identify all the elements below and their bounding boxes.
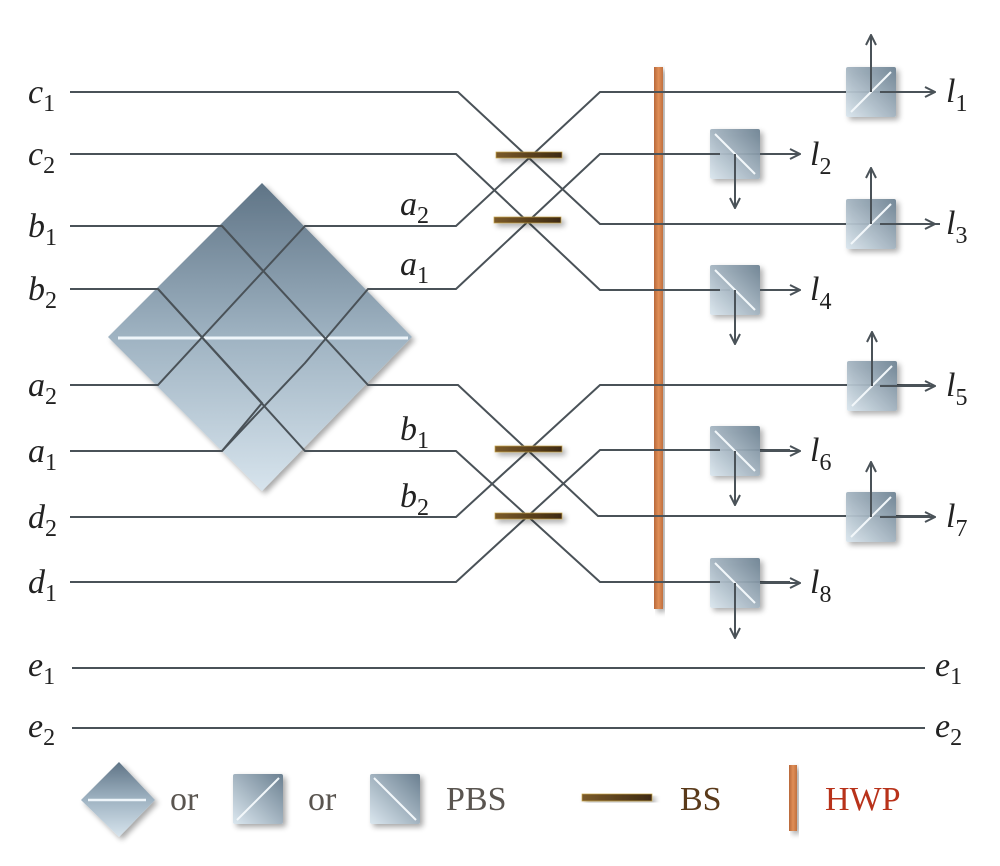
label-l5: l5: [946, 367, 967, 411]
label-l4: l4: [810, 271, 831, 315]
legend-or-2: or: [308, 781, 337, 818]
legend-or-1: or: [170, 781, 199, 818]
legend-hwp-icon: [789, 765, 797, 831]
bs-4: [494, 512, 563, 520]
label-c1: c1: [28, 74, 55, 117]
label-e1-right: e1: [935, 647, 962, 690]
bs-3: [494, 445, 563, 453]
output-arrows: [735, 35, 935, 638]
label-a2: a2: [28, 367, 57, 410]
label-l2: l2: [810, 136, 831, 180]
label-l8: l8: [810, 564, 831, 608]
beam-a2-in: [70, 91, 930, 386]
beam-internal-2: [221, 225, 263, 271]
label-d2: d2: [28, 499, 57, 542]
legend-pbs-cube-up-icon: [233, 774, 283, 824]
label-e2-left: e2: [28, 708, 55, 751]
legend-bs-label: BS: [680, 781, 722, 818]
half-wave-plate: [654, 67, 663, 609]
bs-1: [495, 151, 563, 159]
label-mid-b2: b2: [400, 478, 429, 521]
legend-pbs-cube-down-icon: [370, 774, 420, 824]
label-e2-right: e2: [935, 708, 962, 751]
beam-over-hwp: [600, 91, 720, 583]
passthrough-labels: e1 e2 e1 e2: [28, 647, 962, 751]
intermediate-labels: a2 a1 b1 b2: [400, 186, 429, 521]
label-c2: c2: [28, 136, 55, 179]
label-a1: a1: [28, 433, 57, 476]
label-l1: l1: [946, 73, 967, 117]
pbs-network-diamond: [108, 183, 412, 491]
label-b1: b1: [28, 208, 57, 251]
legend-pbs-label: PBS: [446, 781, 507, 818]
bs-2: [493, 216, 562, 224]
label-mid-a2: a2: [400, 186, 429, 229]
output-labels: l1 l2 l3 l4 l5 l6 l7 l8: [810, 73, 967, 608]
label-e1-left: e1: [28, 647, 55, 690]
input-labels: c1 c2 b1 b2 a2 a1 d2 d1: [28, 74, 57, 607]
label-l6: l6: [810, 432, 831, 476]
label-mid-a1: a1: [400, 246, 429, 289]
legend-hwp-label: HWP: [825, 781, 901, 818]
beam-paths: [70, 91, 940, 729]
beam-splitters: [493, 151, 563, 520]
label-l7: l7: [946, 498, 967, 542]
label-l3: l3: [946, 205, 967, 249]
pbs-cubes: [710, 67, 897, 608]
label-d1: d1: [28, 564, 57, 607]
legend: or or PBS BS HWP: [81, 762, 901, 837]
label-mid-b1: b1: [400, 411, 429, 454]
label-b2: b2: [28, 271, 57, 314]
legend-pbs-diamond-icon: [81, 762, 155, 837]
legend-bs-icon: [581, 793, 653, 802]
